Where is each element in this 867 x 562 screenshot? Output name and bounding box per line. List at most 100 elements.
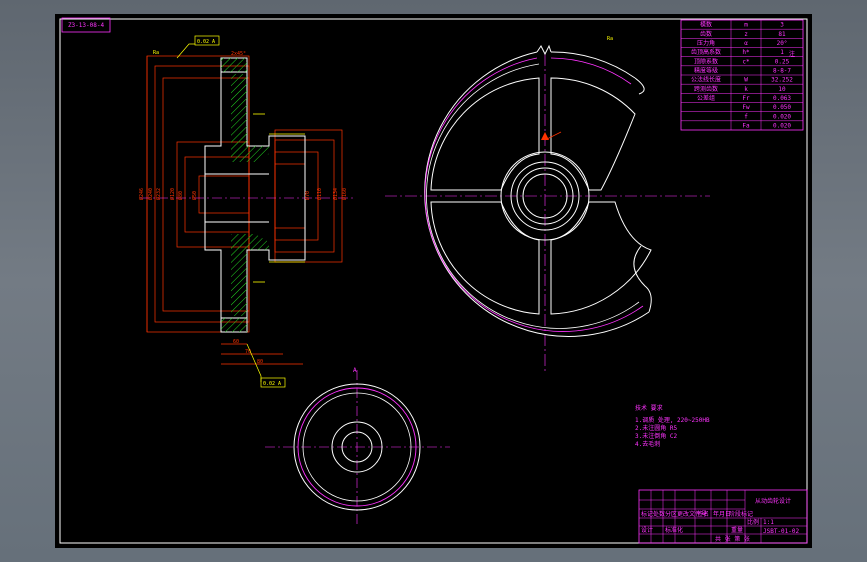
dim-text: 60 [233, 339, 239, 345]
note-line: 2.未注圆角 R5 [635, 424, 677, 432]
cad-drawing: Z3-13-08-4 [59, 17, 808, 544]
title-block-cell: 重量 [731, 526, 743, 534]
title-block-grid [639, 490, 807, 543]
title-block-cell: 比例 [747, 518, 759, 526]
tolerance-frame-top: 0.02 A [176, 35, 220, 59]
param-cell: 0.25 [775, 58, 790, 65]
param-table: 模数 m 3 齿数 z 81 压力角 α 20° 齿顶高系数 h* 1 顶隙系数 c* 0.25 精度等级 8-… [680, 19, 804, 131]
section-view: Ø246 Ø240 Ø232 Ø120 Ø80 Ø50 Ø70 Ø110 Ø13… [138, 35, 355, 388]
dim-texts-bottom: 60 70 80 2x45° [231, 51, 263, 365]
title-block-cell: 分区 [665, 510, 677, 518]
title-block-cell: 更改文件号 [677, 510, 707, 518]
roughness-mark-2: Ra [607, 36, 613, 42]
drawing-number: JSBT-01-02 [763, 528, 800, 535]
dim-texts-right: Ø70 Ø110 Ø134 Ø160 [304, 188, 348, 200]
web-openings [430, 77, 652, 315]
param-table-rows: 模数 m 3 齿数 z 81 压力角 α 20° 齿顶高系数 h* 1 顶隙系数 c* 0.25 精度等级 8-… [681, 20, 803, 130]
technical-notes: 技术 要求 1.调质 处理, 220~250HB 2.未注圆角 R5 3.未注倒… [635, 404, 710, 448]
title-block-cell: 设计 [641, 526, 653, 534]
note-line: 4.去毛刺 [635, 440, 660, 448]
param-cell: 模数 [700, 21, 712, 29]
param-side-mark: 注 [789, 50, 795, 58]
dim-texts-left: Ø246 Ø240 Ø232 Ø120 Ø80 Ø50 [138, 188, 198, 200]
param-cell: 精度等级 [694, 66, 718, 74]
title-block-cell: 共 张 第 张 [715, 535, 750, 543]
hub-view-circles [293, 383, 421, 511]
drawing-tag-text: Z3-13-08-4 [68, 22, 105, 29]
param-cell: 公差组 [697, 94, 715, 102]
param-cell: m [744, 22, 748, 29]
param-cell: 81 [778, 31, 786, 38]
drawing-tag: Z3-13-08-4 [61, 17, 111, 33]
title-block-cell: 年月日 [713, 510, 731, 518]
param-cell: 0.050 [773, 104, 791, 111]
gear-section-outline [204, 57, 306, 333]
title-block-cells: 标记处数分区更改文件号签名年月日设计 标准化 阶段标记重量比例 1:1 共 张 第 张 [641, 510, 774, 543]
title-block-cell: 阶段标记 [729, 510, 753, 518]
tolerance-text: 0.02 A [263, 381, 281, 387]
keyway-marks [253, 113, 305, 283]
param-cell: W [744, 77, 748, 84]
dim-text: Ø80 [177, 191, 184, 200]
dim-text: Ø134 [332, 188, 339, 200]
param-cell: 顶隙系数 [694, 57, 718, 65]
title-block-cell: 标记 [641, 510, 653, 518]
param-cell: 跨测齿数 [694, 85, 718, 93]
param-cell: 3 [780, 22, 784, 29]
param-cell: z [744, 31, 748, 38]
title-block-cell: 签名 [697, 510, 709, 518]
note-line: 3.未注倒角 C2 [635, 432, 677, 440]
section-label: A [353, 367, 357, 374]
param-cell: 公法线长度 [691, 76, 721, 84]
dim-text: Ø50 [191, 191, 198, 200]
part-name: 从动齿轮设计 [755, 497, 791, 505]
note-line: 1.调质 处理, 220~250HB [635, 416, 710, 424]
dim-text: Ø240 [147, 188, 154, 200]
param-cell: Fa [742, 122, 750, 129]
param-cell: 0.020 [773, 122, 791, 129]
dim-text: Ø160 [341, 188, 348, 200]
param-cell: 齿顶高系数 [691, 48, 721, 56]
param-cell: 10 [778, 86, 786, 93]
param-cell: k [744, 86, 748, 93]
hub-circles [500, 151, 590, 241]
param-cell: f [744, 113, 748, 120]
tolerance-text: 0.02 A [197, 39, 215, 45]
param-cell: 1 [780, 49, 784, 56]
param-cell: 8-8-7 [773, 67, 791, 74]
param-cell: Fw [742, 104, 750, 111]
hub-view: A [265, 367, 450, 524]
dim-text: 80 [257, 359, 263, 365]
param-cell: 齿数 [700, 30, 712, 38]
param-cell: 32.252 [771, 77, 793, 84]
gear-front-view: Ra [385, 36, 710, 374]
dim-text: Ø232 [155, 188, 162, 200]
param-cell: 0.063 [773, 95, 791, 102]
param-cell: 20° [777, 40, 788, 47]
title-block-cell: 1:1 [763, 519, 774, 526]
param-cell: Fr [742, 95, 750, 102]
dim-text: Ø70 [304, 191, 311, 200]
gear-rim [424, 44, 652, 337]
roughness-mark: Ra [153, 50, 159, 56]
section-arrow-marker [541, 132, 549, 140]
tolerance-frame-bottom: 0.02 A [246, 343, 286, 388]
param-cell: h* [742, 49, 750, 56]
drawing-sheet: Z3-13-08-4 [55, 14, 812, 548]
title-block-cell: 处数 [653, 510, 665, 518]
dim-text: 2x45° [231, 51, 246, 57]
param-cell: α [744, 40, 748, 47]
sheet-border [59, 18, 808, 544]
notes-title: 技术 要求 [635, 404, 663, 412]
dim-text: 70 [245, 349, 251, 355]
dim-text: Ø120 [169, 188, 176, 200]
param-cell: c* [742, 58, 750, 65]
param-cell: 压力角 [697, 39, 715, 47]
title-block-cell: 标准化 [665, 526, 683, 534]
param-cell: 0.020 [773, 113, 791, 120]
dim-text: Ø110 [316, 188, 323, 200]
dim-text: Ø246 [138, 188, 145, 200]
dimension-lines-left [146, 55, 303, 365]
section-hatch [221, 58, 269, 332]
